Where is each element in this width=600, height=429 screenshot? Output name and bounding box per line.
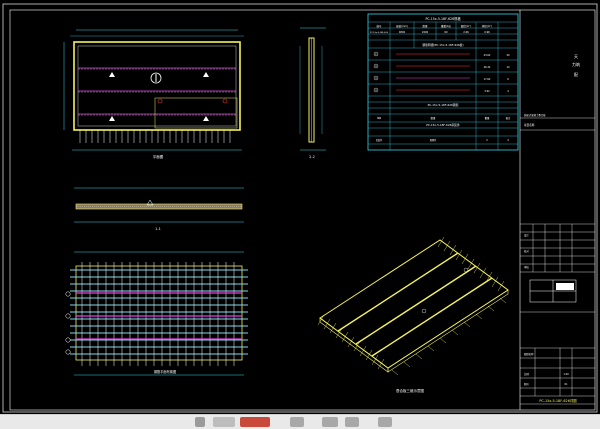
label-scale: 比例: [524, 372, 529, 376]
isometric-title: 叠合板三维示意图: [396, 388, 424, 393]
rebar-plan-view: [65, 251, 248, 376]
label-project: 项目名称: [524, 123, 535, 127]
table-cell: 规格: [377, 116, 381, 120]
project-name: 装配式混凝土叠合板: [524, 113, 546, 117]
table-header-volume: 体积(m³): [482, 24, 492, 28]
plan-title: 平面图: [153, 154, 164, 159]
label-reviewer: 审核: [524, 265, 529, 269]
rebar-id: ④: [375, 89, 377, 92]
table-cell: 吊装件: [376, 138, 383, 142]
label-sheet: 图号: [524, 382, 529, 386]
rebar-weight: 3.92: [484, 90, 490, 93]
table-header-qty: 数量: [422, 24, 428, 28]
taskbar-app-icon-active[interactable]: [240, 417, 270, 427]
label-designer: 设计: [524, 233, 529, 237]
taskbar-app-icon[interactable]: [290, 417, 304, 427]
rebar-weight: 43.62: [484, 54, 491, 57]
isometric-view: [317, 236, 509, 376]
rebar-count: 6: [507, 78, 509, 81]
table-title: PC-15x-5-18F-626规格: [425, 16, 461, 21]
rebar-count: 40: [506, 54, 510, 57]
table-header-id: 编号: [376, 24, 382, 28]
label-checker: 校对: [524, 249, 529, 253]
table-cell: 2: [486, 139, 488, 142]
company-name-2: 力筑: [572, 61, 580, 67]
taskbar-app-icon[interactable]: [213, 417, 235, 427]
table-cell: PC-15x-5-18F-626: [370, 32, 389, 34]
rebar-count: 14: [506, 66, 510, 69]
taskbar: [0, 414, 600, 429]
table-subtitle-3: PC-15x-5-18F-626吊装件: [426, 123, 460, 127]
table-cell: 数量: [431, 116, 436, 120]
company-name-3: 配: [574, 72, 578, 77]
drawing-name: PC-15x-5-18F-626详图: [539, 398, 577, 403]
sheet-border: [2, 3, 598, 413]
material-table: [367, 13, 519, 151]
company-name-1: 天: [574, 54, 578, 59]
table-header-spec: 规格(mm): [396, 24, 408, 28]
table-cell: 2400: [422, 30, 429, 34]
table-subtitle-2: PC-15x-5-18F-626钢筋: [428, 103, 459, 107]
table-cell: 60: [444, 30, 448, 34]
rebar-plan-title: 钢筋平面布置图: [154, 369, 176, 374]
table-cell: 4800: [399, 30, 406, 34]
elevation-view: [74, 187, 244, 223]
table-subtitle: 钢筋明细(PC-15x-5-18F-626板): [422, 43, 463, 47]
table-cell: 备注: [506, 116, 511, 120]
table-cell: 重量: [485, 116, 490, 120]
table-cell: 4: [507, 139, 509, 142]
table-cell: 2.06: [463, 30, 469, 34]
taskbar-app-icon[interactable]: [378, 417, 392, 427]
rebar-id: ③: [375, 77, 377, 80]
rebar-weight: 17.62: [484, 78, 491, 81]
table-cell: 0.96: [484, 30, 490, 34]
scale-value: 1:20: [563, 373, 569, 376]
taskbar-app-icon[interactable]: [322, 417, 338, 427]
sheet-number: 01: [564, 383, 568, 386]
elevation-title: 1-1: [155, 227, 161, 231]
table-cell: 预埋件: [430, 138, 437, 142]
label-drawing-name: 图纸名称: [524, 352, 534, 356]
side-section-title: 2-2: [309, 155, 315, 159]
start-button[interactable]: [195, 417, 205, 427]
rebar-id: ②: [375, 65, 377, 68]
taskbar-app-icon[interactable]: [345, 417, 359, 427]
rebar-weight: 26.32: [484, 66, 491, 69]
title-block: [519, 10, 595, 410]
plan-view: [63, 29, 244, 151]
table-header-area: 面积(m²): [461, 24, 471, 28]
rebar-id: ①: [375, 53, 377, 56]
rebar-count: 4: [507, 90, 509, 93]
side-section-view: [299, 27, 326, 151]
table-header-weight: 重量(kg): [441, 24, 451, 28]
